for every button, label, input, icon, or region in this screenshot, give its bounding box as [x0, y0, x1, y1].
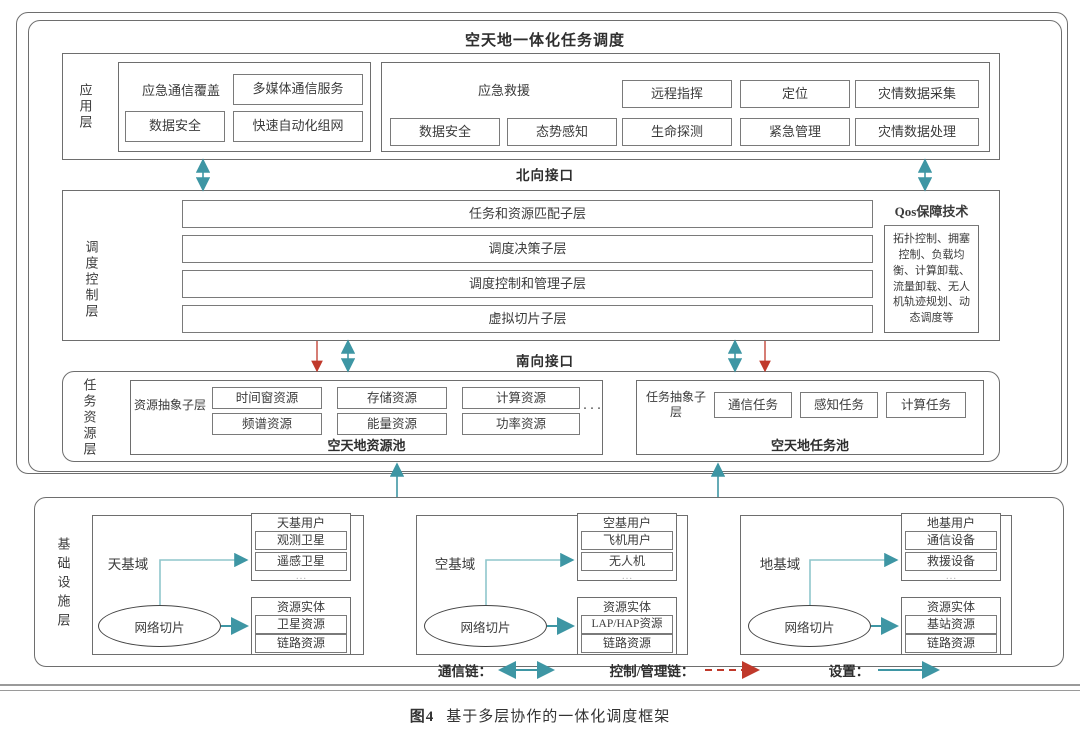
figure-caption-text: 基于多层协作的一体化调度框架 — [446, 709, 671, 725]
app-item-life-detection[interactable]: 生命探测 — [622, 118, 732, 146]
figure-caption-number: 图4 — [409, 709, 435, 725]
qos-title: Qos保障技术 — [884, 200, 979, 226]
users-title-ground: 地基用户 — [926, 516, 975, 530]
application-layer-label: 应用层 — [77, 83, 93, 131]
resource-abstract-sublayer-label: 资源抽象子层 — [134, 397, 207, 412]
divider-bottom — [0, 690, 1080, 691]
resources-title-ground: 资源实体 — [926, 600, 975, 614]
app-item-disaster-data-collection[interactable]: 灾情数据采集 — [855, 80, 979, 108]
network-slice-ground[interactable]: 网络切片 — [748, 605, 871, 647]
task-pool-name: 空天地任务池 — [770, 438, 849, 453]
resource-item-computing[interactable]: 计算资源 — [462, 387, 580, 409]
control-sublayer-task-resource-matching[interactable]: 任务和资源匹配子层 — [182, 200, 873, 228]
resource-item-spectrum[interactable]: 频谱资源 — [212, 413, 322, 435]
divider-top — [0, 684, 1080, 686]
app-item-remote-command[interactable]: 远程指挥 — [622, 80, 732, 108]
qos-body-text: 拓扑控制、拥塞控制、负载均衡、计算卸载、流量卸载、无人机轨迹规划、动态调度等 — [893, 232, 970, 325]
users-more-air: … — [621, 570, 633, 582]
app-item-data-security-left[interactable]: 数据安全 — [125, 111, 225, 142]
resources-title-air: 资源实体 — [602, 600, 651, 614]
resource-item-power[interactable]: 功率资源 — [462, 413, 580, 435]
resources-item-air-0[interactable]: LAP/HAP资源 — [581, 615, 673, 634]
users-title-space: 天基用户 — [276, 516, 325, 530]
domain-name-air: 空基域 — [434, 556, 476, 572]
legend-label-setting: 设置： — [828, 664, 870, 679]
app-item-multimedia-service[interactable]: 多媒体通信服务 — [233, 74, 363, 105]
app-group-right-heading: 应急救援 — [477, 83, 530, 98]
app-item-emergency-management[interactable]: 紧急管理 — [740, 118, 850, 146]
domain-name-ground: 地基域 — [759, 556, 801, 572]
network-slice-air[interactable]: 网络切片 — [424, 605, 547, 647]
app-item-data-security-right[interactable]: 数据安全 — [390, 118, 500, 146]
resources-item-space-0[interactable]: 卫星资源 — [255, 615, 347, 634]
infrastructure-layer-label: 基础设施层 — [55, 537, 71, 632]
resource-more-ellipsis: ··· — [582, 400, 604, 417]
resource-item-storage[interactable]: 存储资源 — [337, 387, 447, 409]
south-interface-label: 南向接口 — [516, 354, 574, 369]
users-item-air-0[interactable]: 飞机用户 — [581, 531, 673, 550]
resource-item-energy[interactable]: 能量资源 — [337, 413, 447, 435]
app-item-rapid-auto-network[interactable]: 快速自动化组网 — [233, 111, 363, 142]
control-sublayer-scheduling-control-management[interactable]: 调度控制和管理子层 — [182, 270, 873, 298]
users-more-space: … — [295, 570, 307, 582]
task-abstract-sublayer-label: 任务抽象子层 — [645, 390, 706, 419]
task-item-communication[interactable]: 通信任务 — [714, 392, 792, 418]
users-item-ground-1[interactable]: 救援设备 — [905, 552, 997, 571]
resources-title-space: 资源实体 — [276, 600, 325, 614]
north-interface-label: 北向接口 — [516, 168, 574, 183]
users-more-ground: … — [945, 570, 957, 582]
users-item-space-1[interactable]: 遥感卫星 — [255, 552, 347, 571]
control-sublayer-virtual-slice[interactable]: 虚拟切片子层 — [182, 305, 873, 333]
app-group-left-heading: 应急通信覆盖 — [141, 82, 220, 98]
network-slice-space[interactable]: 网络切片 — [98, 605, 221, 647]
control-layer-label: 调度控制层 — [83, 240, 99, 320]
resources-item-air-1[interactable]: 链路资源 — [581, 634, 673, 653]
resources-item-ground-1[interactable]: 链路资源 — [905, 634, 997, 653]
users-item-ground-0[interactable]: 通信设备 — [905, 531, 997, 550]
users-title-air: 空基用户 — [602, 516, 651, 530]
app-item-disaster-data-processing[interactable]: 灾情数据处理 — [855, 118, 979, 146]
domain-name-space: 天基域 — [107, 556, 149, 572]
control-sublayer-scheduling-decision[interactable]: 调度决策子层 — [182, 235, 873, 263]
legend-label-communication-link: 通信链： — [438, 664, 492, 679]
users-item-space-0[interactable]: 观测卫星 — [255, 531, 347, 550]
figure-title: 空天地一体化任务调度 — [464, 32, 625, 49]
app-item-positioning[interactable]: 定位 — [740, 80, 850, 108]
task-item-computing[interactable]: 计算任务 — [886, 392, 966, 418]
resources-item-ground-0[interactable]: 基站资源 — [905, 615, 997, 634]
resource-pool-name: 空天地资源池 — [327, 438, 406, 453]
app-item-situation-awareness[interactable]: 态势感知 — [507, 118, 617, 146]
legend-label-control-link: 控制/管理链： — [609, 664, 695, 679]
resource-item-time-window[interactable]: 时间窗资源 — [212, 387, 322, 409]
figure-caption: 图4 基于多层协作的一体化调度框架 — [0, 705, 1080, 726]
resources-item-space-1[interactable]: 链路资源 — [255, 634, 347, 653]
resource-layer-label: 任务资源层 — [81, 378, 97, 458]
users-item-air-1[interactable]: 无人机 — [581, 552, 673, 571]
task-item-sensing[interactable]: 感知任务 — [800, 392, 878, 418]
